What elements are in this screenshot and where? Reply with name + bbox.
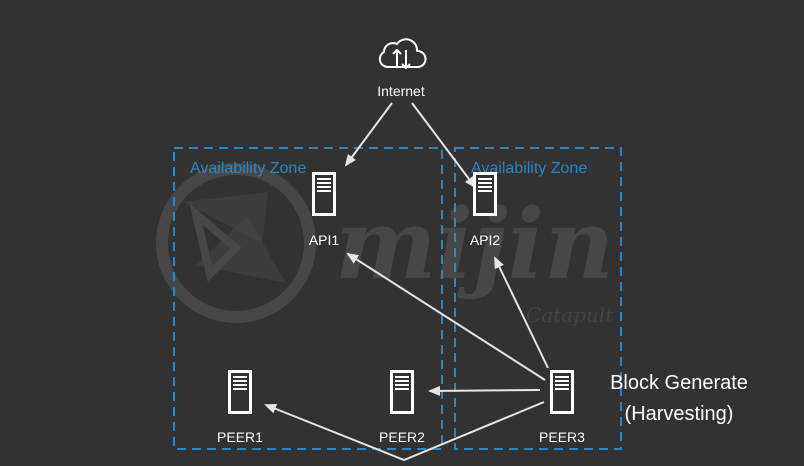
- arrow-peer3-to-api2: [494, 256, 549, 369]
- server-icon: [390, 370, 414, 414]
- server-icon: [473, 172, 497, 216]
- arrow-peer3-to-peer2: [428, 385, 541, 396]
- zone-2-label: Availability Zone: [471, 160, 587, 177]
- availability-zone-2: Availability Zone: [454, 147, 622, 450]
- connections: [264, 102, 549, 462]
- annotation-line-1: Block Generate: [610, 372, 748, 394]
- arrow-peer3-to-peer1: [264, 401, 545, 462]
- zone-1-label: Availability Zone: [190, 160, 306, 177]
- annotation-line-2: (Harvesting): [625, 403, 734, 425]
- api1-label: API1: [309, 232, 340, 248]
- harvesting-annotation: Block Generate (Harvesting): [610, 372, 748, 425]
- server-peer1: PEER1: [217, 370, 263, 445]
- internet-label: Internet: [377, 83, 425, 99]
- server-icon: [312, 172, 336, 216]
- server-peer2: PEER2: [379, 370, 425, 445]
- availability-zone-1: Availability Zone: [173, 147, 443, 450]
- arrow-internet-to-api1: [344, 102, 393, 167]
- watermark-logo: mijin Catapult: [156, 163, 614, 327]
- server-icon: [550, 370, 574, 414]
- server-api2: API2: [470, 172, 501, 248]
- peer1-label: PEER1: [217, 429, 263, 445]
- server-peer3: PEER3: [539, 370, 585, 445]
- arrow-internet-to-api2: [411, 102, 477, 189]
- cloud-sync-icon: [378, 38, 427, 69]
- watermark-emblem-icon: [156, 163, 316, 323]
- server-api1: API1: [309, 172, 340, 248]
- peer3-label: PEER3: [539, 429, 585, 445]
- watermark-product: Catapult: [526, 303, 614, 327]
- api2-label: API2: [470, 232, 501, 248]
- peer2-label: PEER2: [379, 429, 425, 445]
- internet-node: Internet: [377, 38, 427, 99]
- arrow-peer3-to-api1: [346, 252, 546, 381]
- server-icon: [228, 370, 252, 414]
